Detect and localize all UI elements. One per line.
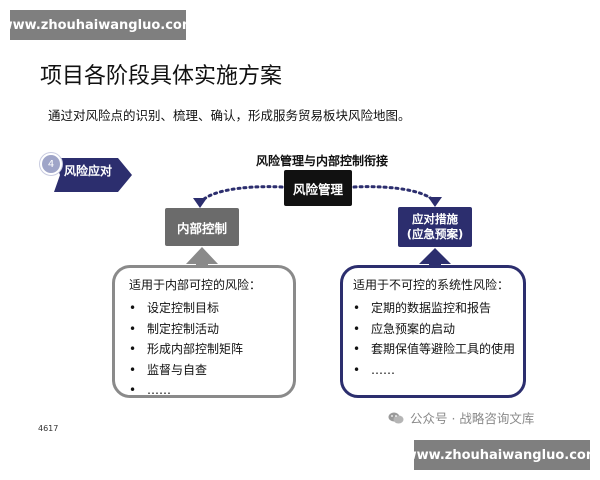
bullet: • <box>129 342 137 356</box>
arc-to-internal-control <box>198 185 284 206</box>
diagram-heading: 风险管理与内部控制衔接 <box>256 154 389 168</box>
response-node-line2: (应急预案) <box>406 227 464 241</box>
bullet: • <box>353 301 361 315</box>
bullet: • <box>129 362 137 377</box>
internal-control-panel: 适用于内部可控的风险： •设定控制目标 •制定控制活动 •形成内部控制矩阵 •监… <box>112 265 296 398</box>
watermark-top: www.zhouhaiwangluo.com <box>1 10 195 40</box>
up-arrow-left <box>186 247 218 268</box>
step-label: 风险应对 <box>63 164 112 178</box>
step-number-badge: 4 <box>40 153 62 175</box>
up-arrow-right <box>419 248 451 268</box>
arc-to-response <box>352 185 437 205</box>
bullet: • <box>129 383 137 397</box>
step-chevron <box>54 158 132 192</box>
wechat-icon <box>388 412 404 423</box>
list-item: •…… <box>353 360 513 381</box>
list-item: •…… <box>129 380 279 401</box>
internal-control-node: 内部控制 <box>165 208 239 246</box>
list-item: •设定控制目标 <box>129 298 279 319</box>
arrowhead-right <box>428 197 442 207</box>
list-item: •应急预案的启动 <box>353 319 513 340</box>
response-measures-node: 应对措施 (应急预案) <box>398 207 472 247</box>
watermark-bottom: www.zhouhaiwangluo.com <box>405 440 599 470</box>
list-item: •形成内部控制矩阵 <box>129 339 279 360</box>
response-node-line1: 应对措施 <box>412 212 458 226</box>
panel-heading: 适用于内部可控的风险： <box>129 278 262 292</box>
list-item: •监督与自查 <box>129 360 279 381</box>
wechat-watermark: 公众号 · 战略咨询文库 <box>388 408 534 427</box>
arrowhead-left <box>193 198 207 208</box>
wechat-text: 公众号 · 战略咨询文库 <box>410 411 535 426</box>
list-item: •定期的数据监控和报告 <box>353 298 513 319</box>
bullet: • <box>353 342 361 356</box>
list-item: •套期保值等避险工具的使用 <box>353 339 515 360</box>
panel-list: •设定控制目标 •制定控制活动 •形成内部控制矩阵 •监督与自查 •…… <box>129 298 279 401</box>
page-subtitle: 通过对风险点的识别、梳理、确认，形成服务贸易板块风险地图。 <box>48 108 411 123</box>
panel-heading: 适用于不可控的系统性风险： <box>353 278 510 292</box>
bullet: • <box>129 301 137 315</box>
response-measures-panel: 适用于不可控的系统性风险： •定期的数据监控和报告 •应急预案的启动 •套期保值… <box>340 265 526 398</box>
page-title: 项目各阶段具体实施方案 <box>40 64 283 89</box>
page-number: 4617 <box>38 424 59 433</box>
list-item: •制定控制活动 <box>129 319 279 340</box>
bullet: • <box>353 321 361 336</box>
bullet: • <box>129 321 137 336</box>
bullet: • <box>353 362 361 377</box>
panel-list: •定期的数据监控和报告 •应急预案的启动 •套期保值等避险工具的使用 •…… <box>353 298 515 381</box>
risk-management-node: 风险管理 <box>284 170 352 206</box>
